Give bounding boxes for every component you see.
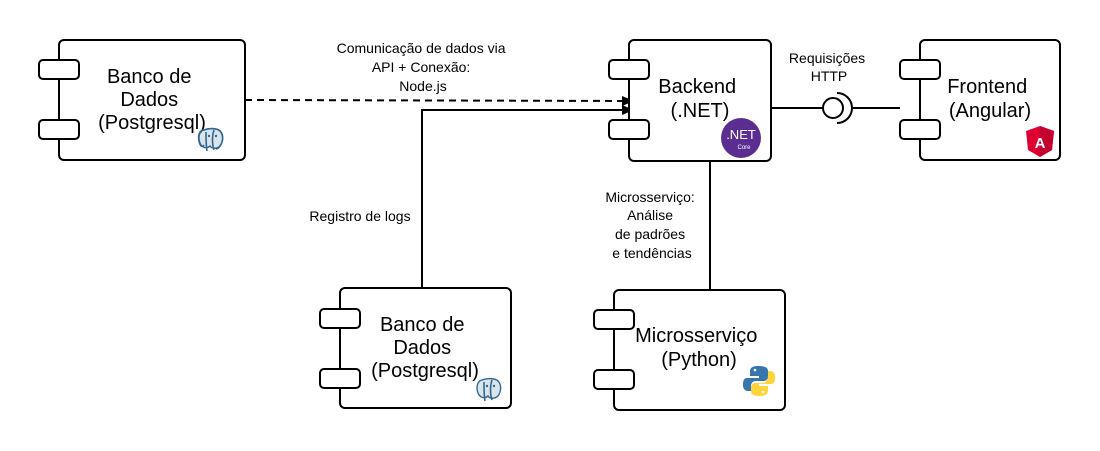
port-top	[608, 59, 650, 80]
port-bottom	[899, 119, 941, 140]
component-backend[interactable]: Backend (.NET) .NET Core	[608, 39, 772, 162]
port-bottom	[608, 119, 650, 140]
component-name: Microsserviço (Python)	[635, 325, 763, 371]
component-name: Banco de Dados (Postgresql)	[98, 66, 206, 134]
port-top	[899, 59, 941, 80]
port-bottom	[593, 369, 635, 390]
name-line: Backend	[658, 76, 736, 98]
provided-interface-circle	[822, 97, 844, 119]
label-db-backend-communication: Comunicação de dados via API + Conexão: …	[337, 40, 510, 94]
component-database-top[interactable]: Banco de Dados (Postgresql)	[38, 39, 246, 161]
component-name: Frontend (Angular)	[947, 76, 1033, 122]
dotnet-core-icon: .NET Core	[721, 118, 761, 158]
name-line: Frontend	[947, 76, 1027, 98]
name-line: Microsserviço	[635, 325, 757, 347]
name-line: (Python)	[661, 349, 737, 371]
postgresql-icon	[197, 127, 224, 152]
component-microservice[interactable]: Microsserviço (Python)	[593, 289, 786, 411]
python-icon	[743, 366, 775, 396]
name-line: Dados	[120, 89, 178, 111]
component-frontend[interactable]: Frontend (Angular) A	[899, 39, 1061, 161]
name-line: Dados	[393, 337, 451, 359]
component-name: Banco de Dados (Postgresql)	[371, 314, 479, 382]
socket-required-interface	[836, 92, 853, 124]
dotnet-icon-subtext: Core	[737, 145, 751, 151]
name-line: (Postgresql)	[371, 360, 479, 382]
port-bottom	[38, 119, 80, 140]
name-line: Banco de	[380, 314, 465, 336]
name-line: (Angular)	[949, 100, 1031, 122]
port-bottom	[319, 368, 361, 389]
component-database-bottom[interactable]: Banco de Dados (Postgresql)	[319, 287, 512, 409]
port-top	[319, 308, 361, 329]
component-name: Backend (.NET)	[658, 76, 741, 122]
label-microservice-analysis: Microsserviço: Análise de padrões e tend…	[605, 189, 698, 261]
name-line: (Postgresql)	[98, 112, 206, 134]
label-http-requests: Requisições HTTP	[789, 50, 869, 84]
port-top	[38, 59, 80, 80]
name-line: Banco de	[107, 66, 192, 88]
label-logs: Registro de logs	[309, 208, 410, 224]
postgresql-icon	[476, 377, 502, 402]
angular-icon-letter: A	[1035, 135, 1046, 152]
angular-icon: A	[1026, 126, 1054, 157]
dotnet-icon-text: .NET	[726, 127, 756, 142]
port-top	[593, 309, 635, 330]
edge-db-to-backend[interactable]	[244, 95, 634, 106]
edge-logs-to-backend[interactable]	[421, 105, 634, 288]
edge-backend-frontend-http[interactable]	[771, 92, 900, 124]
name-line: (.NET)	[671, 100, 730, 122]
